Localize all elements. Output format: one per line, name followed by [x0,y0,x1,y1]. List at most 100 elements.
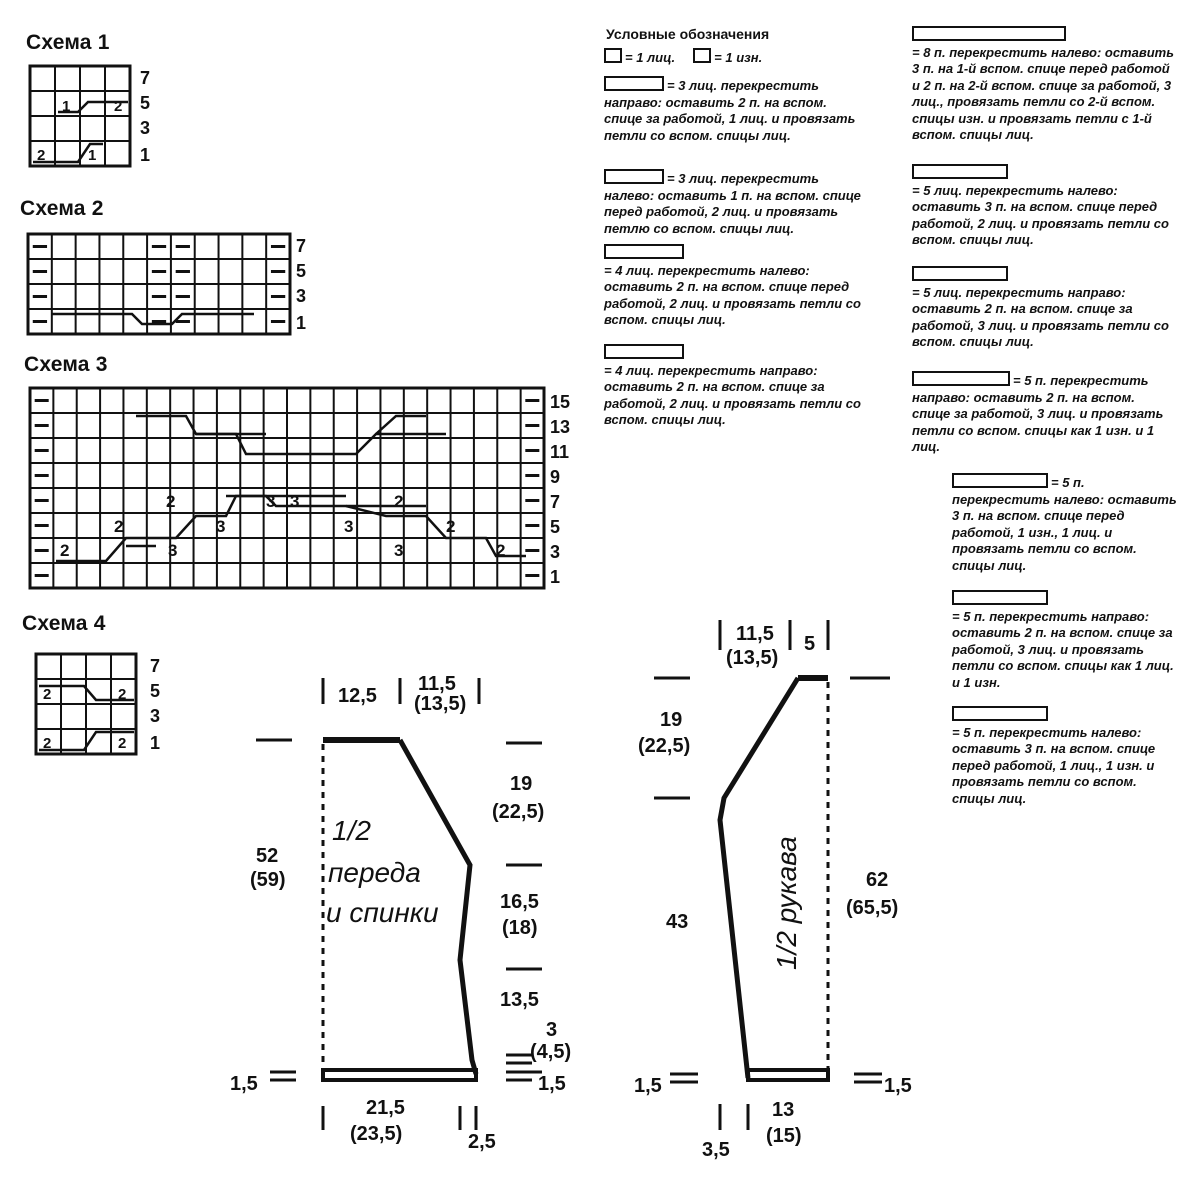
sleeve-pattern: 11,5 (13,5) 5 19 (22,5) 43 62 (65,5) 1,5… [634,620,912,1160]
scheme3-row-1: 1 [550,567,560,587]
cross-5-left-pk-icon [952,473,1048,488]
body-mid-1: 16,5 [500,891,539,913]
svg-text:2: 2 [446,517,455,536]
svg-text:2: 2 [114,517,123,536]
svg-text:1: 1 [88,147,96,164]
body-bottom-2: (23,5) [350,1123,402,1145]
svg-text:3: 3 [168,541,177,560]
scheme3-row-13: 13 [550,417,570,437]
svg-text:3: 3 [266,492,275,511]
legend-item-5-right-knit-purl: = 5 п. перекрестить направо: оставить 2 … [952,590,1178,691]
scheme1-row-5: 5 [140,93,150,113]
body-height-1: 52 [256,845,278,867]
legend-knit: = 1 лиц. [625,50,676,65]
scheme2-row-7: 7 [296,236,306,256]
svg-text:2: 2 [60,541,69,560]
body-label-2: переда [328,857,421,888]
body-arm-2: (22,5) [492,801,544,823]
scheme3-row-3: 3 [550,542,560,562]
svg-text:3: 3 [216,517,225,536]
legend-item-5-right: = 5 лиц. перекрестить направо: оставить … [912,266,1174,351]
svg-text:2: 2 [37,147,45,164]
cross-5-right-kp-icon [952,590,1048,605]
cross-8-left-icon [912,26,1066,41]
body-top-right-2: (13,5) [414,693,466,715]
sleeve-cap-2: (22,5) [638,735,690,757]
legend-item-5-left-purl-knit: = 5 п. перекрестить налево: оставить 3 п… [952,473,1177,573]
svg-text:1: 1 [62,98,70,115]
sleeve-total-1: 62 [866,869,888,891]
body-small-1: 3 [546,1019,557,1041]
legend-purl: = 1 изн. [714,50,763,65]
cross-5-right-icon [912,266,1008,281]
sleeve-hem-right: 1,5 [884,1075,912,1097]
sleeve-top-2: (13,5) [726,647,778,669]
cross-4-right-icon [604,344,684,359]
legend-basic: = 1 лиц. = 1 изн. [604,48,904,67]
svg-text:3: 3 [290,492,299,511]
body-arm-1: 19 [510,773,532,795]
sleeve-top-1: 11,5 [736,623,774,645]
scheme-2-chart: 7 5 3 1 [26,232,306,336]
scheme2-row-3: 3 [296,286,306,306]
sleeve-cap-1: 19 [660,709,682,731]
scheme4-row-3: 3 [150,706,160,726]
scheme3-row-11: 11 [550,442,569,462]
legend-item-5-left-knit-purl: = 5 п. перекрестить налево: оставить 3 п… [952,706,1178,807]
body-hem-right: 1,5 [538,1073,566,1095]
sleeve-top-right: 5 [804,633,815,655]
body-bottom-right: 2,5 [468,1131,496,1153]
scheme4-row-7: 7 [150,656,160,676]
scheme2-row-5: 5 [296,261,306,281]
scheme2-row-1: 1 [296,313,306,333]
body-top-right-1: 11,5 [418,673,456,695]
svg-text:2: 2 [118,686,126,703]
scheme4-row-5: 5 [150,681,160,701]
cross-5-left-icon [912,164,1008,179]
svg-text:2: 2 [43,686,51,703]
legend-item-8-left: = 8 п. перекрестить налево: оставить 3 п… [912,26,1174,144]
sleeve-length: 43 [666,911,688,933]
scheme-4-title: Схема 4 [22,612,106,635]
purl-symbol-icon [693,48,712,63]
sleeve-bottom-left: 3,5 [702,1139,730,1160]
scheme1-row-7: 7 [140,68,150,88]
scheme1-row-3: 3 [140,118,150,138]
body-label-3: и спинки [326,897,439,928]
sleeve-hem-left: 1,5 [634,1075,662,1097]
body-mid-2: (18) [502,917,538,939]
sleeve-label: 1/2 рукава [771,836,802,970]
scheme3-row-9: 9 [550,467,560,487]
scheme-2-title: Схема 2 [20,197,104,220]
cross-5-right-pk-icon [912,371,1010,386]
scheme3-row-5: 5 [550,517,560,537]
scheme4-row-1: 1 [150,733,160,753]
svg-text:2: 2 [496,541,505,560]
svg-text:2: 2 [166,492,175,511]
legend-item-5-left: = 5 лиц. перекрестить налево: оставить 3… [912,164,1174,249]
scheme-1-chart: 1 2 2 1 7 5 3 1 [28,64,150,168]
cross-3-left-icon [604,169,664,184]
svg-text:2: 2 [118,735,126,752]
knit-symbol-icon [604,48,622,63]
scheme3-row-7: 7 [550,492,560,512]
legend-heading: Условные обозначения [606,26,770,42]
scheme-4-chart: 2 2 2 2 7 5 3 1 [34,652,160,756]
body-top-left: 12,5 [338,685,377,707]
svg-text:2: 2 [43,735,51,752]
cross-4-left-icon [604,244,684,259]
scheme1-row-1: 1 [140,145,150,165]
sleeve-total-2: (65,5) [846,897,898,919]
svg-text:3: 3 [344,517,353,536]
body-height-2: (59) [250,869,286,891]
svg-text:2: 2 [394,492,403,511]
sleeve-bottom-1: 13 [772,1099,794,1121]
cross-5-left-kp-icon [952,706,1048,721]
scheme3-row-15: 15 [550,392,570,412]
sleeve-bottom-2: (15) [766,1125,802,1147]
svg-text:2: 2 [114,98,122,115]
body-hem-left: 1,5 [230,1073,258,1095]
svg-text:3: 3 [394,541,403,560]
legend-item-3-left: = 3 лиц. перекрестить налево: оставить 1… [604,169,861,236]
legend-item-5-right-purl-knit: = 5 п. перекрестить направо: оставить 2 … [912,371,1164,454]
